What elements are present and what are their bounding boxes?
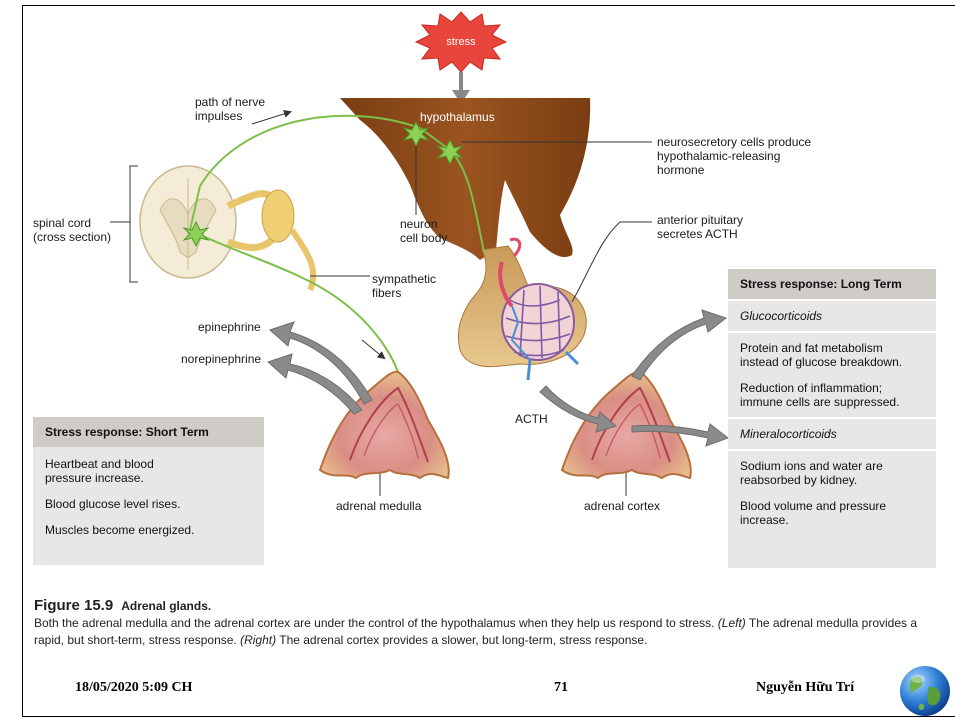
epinephrine-label: epinephrine [198,320,261,334]
short-term-title: Stress response: Short Term [33,417,264,447]
short-term-box: Stress response: Short Term Heartbeat an… [33,417,264,565]
short-term-item: Heartbeat and blood pressure increase. [33,447,207,489]
glucocorticoids-heading: Glucocorticoids [728,299,936,331]
anterior-pituitary [502,284,574,360]
mineralocorticoids-heading: Mineralocorticoids [728,417,936,449]
adrenal-medulla-label: adrenal medulla [336,499,421,513]
figure-number: Figure 15.9 [34,597,113,614]
long-term-box: Stress response: Long Term Glucocorticoi… [728,269,936,568]
neuron-cell-body-label: neuron cell body [400,217,447,245]
long-term-title: Stress response: Long Term [728,269,936,299]
path-of-nerve-label: path of nerve impulses [195,95,265,123]
adrenal-cortex-gland [562,372,691,478]
norepinephrine-label: norepinephrine [181,352,261,366]
globe-icon [898,664,952,718]
glucocorticoid-arrow [632,310,726,380]
long-term-item: Protein and fat metabolism instead of gl… [728,331,936,373]
short-term-item: Muscles become energized. [33,515,264,541]
hypothalamus-label: hypothalamus [420,110,495,124]
long-term-item: Sodium ions and water are reabsorbed by … [728,449,936,491]
footer-author: Nguyễn Hữu Trí [756,680,854,696]
spinal-cord-label: spinal cord (cross section) [33,216,111,244]
adrenal-cortex-label: adrenal cortex [584,499,660,513]
neurosecretory-label: neurosecretory cells produce hypothalami… [657,135,811,177]
long-term-item: Blood volume and pressure increase. [728,491,936,531]
footer-page-number: 71 [554,680,568,696]
sympathetic-fibers-label: sympathetic fibers [372,272,436,300]
footer-date: 18/05/2020 5:09 CH [75,680,192,696]
anterior-pituitary-label: anterior pituitary secretes ACTH [657,213,743,241]
stress-label: stress [440,35,482,49]
norepinephrine-arrow [268,354,362,414]
caption-text: Both the adrenal medulla and the adrenal… [34,615,944,649]
figure-caption: Figure 15.9 Adrenal glands. Both the adre… [34,597,944,649]
long-term-item: Reduction of inflammation; immune cells … [728,373,936,417]
figure-title: Adrenal glands. [121,599,211,613]
short-term-item: Blood glucose level rises. [33,489,264,515]
acth-label: ACTH [515,412,548,426]
